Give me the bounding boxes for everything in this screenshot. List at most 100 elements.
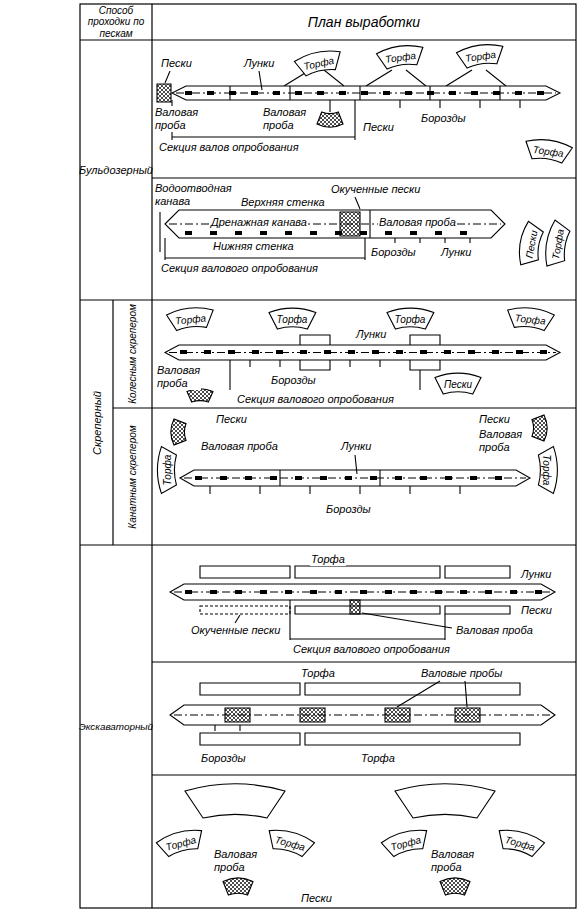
sector-outline-path: [495, 826, 546, 858]
drawing-stroke: [369, 210, 370, 238]
sample-pit: [445, 476, 452, 480]
table-rule: [80, 39, 576, 40]
callout-label: Торфа: [300, 667, 336, 680]
cell-text: Бульдозерный: [79, 164, 153, 177]
drawing-stroke: [172, 86, 560, 100]
sample-pit: [470, 476, 477, 480]
drawing-stroke: [159, 212, 160, 252]
table-rule: [152, 774, 576, 775]
drawing-stroke: [355, 197, 360, 209]
sample-pit: [273, 91, 280, 95]
drawing-stroke: [406, 70, 426, 86]
sector-outline-path: [387, 308, 434, 329]
sample-pit: [449, 91, 456, 95]
drawing-stroke: [305, 683, 520, 695]
table-rule: [80, 544, 576, 545]
sector-outline-path: [265, 826, 316, 858]
drawing-stroke: [355, 455, 357, 474]
drawing-stroke: [309, 486, 310, 494]
callout-label: Борозды: [370, 246, 417, 259]
sample-pit: [320, 476, 327, 480]
callout-label: Лунки: [340, 440, 372, 453]
sample-pit: [405, 91, 412, 95]
cell-text: План выработки: [308, 14, 420, 30]
heap-sector: Торфа: [387, 307, 434, 329]
callout-label: Валовая проба: [478, 428, 523, 454]
table-border: [80, 4, 576, 908]
heap-sector: Торфа: [495, 825, 546, 858]
table-cell: Колесным скрепером: [113, 300, 152, 408]
table-rule: [80, 299, 576, 300]
sample-pit: [180, 350, 187, 354]
drawing-stroke: [165, 345, 560, 360]
sample-pit: [285, 590, 292, 594]
sample-pit: [260, 590, 267, 594]
drawing-stroke: [379, 470, 380, 486]
sector-outline-path: [157, 447, 176, 494]
sample-pit: [348, 350, 355, 354]
drawing-stroke: [349, 360, 350, 367]
sample-pit: [345, 476, 352, 480]
cell-text: Скреперный: [90, 304, 103, 541]
cell-text: Экскаваторный: [79, 721, 153, 732]
drawing-stroke: [170, 584, 555, 600]
sample-pit: [360, 231, 367, 235]
drawing-stroke: [324, 70, 344, 86]
sample-pit: [295, 476, 302, 480]
table-rule: [151, 4, 152, 908]
sample-pit: [410, 590, 417, 594]
drawing-stroke: [239, 725, 240, 731]
callout-label: Верхняя стенка: [240, 196, 326, 209]
callout-label: Пески: [300, 892, 333, 905]
callout-label: Борозды: [420, 112, 467, 125]
sector-outline-path: [542, 219, 571, 269]
drawing-stroke: [157, 84, 171, 102]
callout-label: Окученные пески: [330, 183, 421, 196]
sample-pit: [228, 350, 235, 354]
drawing-stroke: [439, 100, 440, 108]
sample-pit: [493, 91, 500, 95]
drawing-stroke: [399, 100, 400, 108]
sample-pit: [245, 476, 252, 480]
drawing-stroke: [469, 238, 470, 243]
cell-text: Колесным скрепером: [127, 304, 139, 404]
callout-label: Лунки: [440, 246, 472, 259]
table-cell: Канатным скрепером: [113, 408, 152, 545]
sample-pit: [435, 231, 442, 235]
heap-sector: Торфа: [455, 41, 504, 69]
sample-pit: [396, 350, 403, 354]
table-rule: [113, 407, 576, 408]
drawing-stroke: [180, 470, 530, 486]
sample-pit: [185, 590, 192, 594]
callout-label: Лунки: [243, 57, 275, 70]
table-cell: Экскаваторный: [80, 545, 152, 908]
drawing-stroke: [366, 70, 392, 86]
sample-pit: [395, 476, 402, 480]
cell-text: Канатным скрепером: [127, 412, 139, 541]
sample-pit: [444, 350, 451, 354]
drawing-stroke: [295, 606, 440, 614]
heap-sector: [185, 784, 285, 818]
drawing-stroke: [200, 733, 300, 745]
heap-sector: [532, 415, 547, 441]
table-cell: План выработки: [152, 4, 576, 40]
callout-label: Нижняя стенка: [212, 240, 295, 253]
drawing-stroke: [444, 238, 445, 243]
drawing-stroke: [385, 708, 410, 722]
sector-outline-path: [538, 447, 557, 494]
sample-pit: [510, 590, 517, 594]
drawing-stroke: [397, 681, 440, 707]
callout-label: Дренажная канава: [210, 216, 308, 229]
drawing-stroke: [214, 725, 215, 731]
sample-pit: [300, 350, 307, 354]
drawing-stroke: [455, 708, 480, 722]
callout-label: Борозды: [325, 503, 372, 516]
drawing-stroke: [350, 600, 360, 614]
drawing-stroke: [362, 613, 452, 628]
drawing-stroke: [259, 486, 260, 494]
drawing-stroke: [364, 238, 365, 260]
callout-label: Водоотводная канава: [154, 182, 233, 208]
drawing-stroke: [445, 566, 510, 578]
drawing-stroke: [394, 238, 395, 243]
